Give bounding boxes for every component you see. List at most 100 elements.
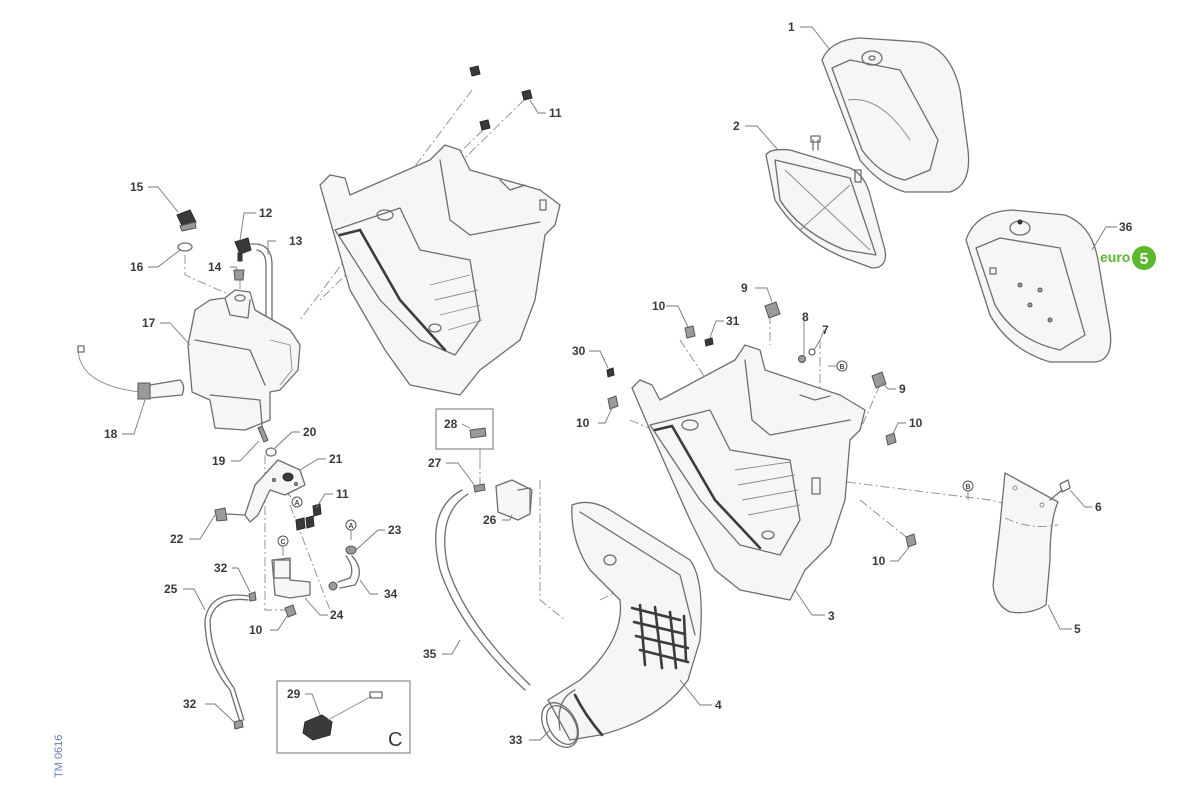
part-34-hose bbox=[328, 555, 360, 591]
callout-27: 27 bbox=[428, 456, 442, 470]
part-10-nut-right bbox=[885, 432, 897, 446]
callout-22: 22 bbox=[170, 532, 184, 546]
reference-marker-c-valve: C bbox=[277, 535, 289, 556]
svg-text:A: A bbox=[294, 500, 299, 507]
part-1-filter-cover bbox=[821, 37, 970, 193]
callout-21: 21 bbox=[329, 452, 343, 466]
part-6-screw bbox=[1049, 479, 1071, 501]
part-19-bolt bbox=[257, 425, 269, 443]
part-12-fitting bbox=[234, 237, 257, 262]
part-22-screw bbox=[214, 507, 246, 522]
callout-leaders bbox=[122, 26, 1117, 741]
part-17-oil-tank bbox=[187, 289, 301, 431]
part-9-clip-right bbox=[871, 371, 887, 389]
callout-6: 6 bbox=[1095, 500, 1102, 514]
callout-17: 17 bbox=[142, 316, 156, 330]
part-20-o-ring bbox=[265, 447, 277, 457]
part-36-filter-cover-euro5 bbox=[965, 209, 1112, 363]
reference-marker-b-flap: B bbox=[962, 480, 974, 500]
part-18-level-sensor bbox=[77, 345, 185, 400]
inset-c: C bbox=[276, 680, 411, 754]
callout-25: 25 bbox=[164, 582, 178, 596]
reference-marker-a-bracket: A bbox=[286, 492, 303, 508]
part-2-filter-element bbox=[765, 135, 887, 269]
part-13-hose bbox=[256, 243, 273, 331]
callout-14: 14 bbox=[208, 260, 222, 274]
callout-36: 36 bbox=[1119, 220, 1133, 234]
callout-11-top: 11 bbox=[549, 106, 562, 120]
airbox-housing-upper bbox=[319, 144, 561, 396]
callout-10-right: 10 bbox=[909, 416, 923, 430]
euro5-badge: euro 5 bbox=[1100, 246, 1156, 270]
part-10-nut-top bbox=[684, 325, 696, 339]
svg-text:B: B bbox=[965, 484, 970, 491]
callout-3: 3 bbox=[828, 609, 835, 623]
callout-2: 2 bbox=[733, 119, 740, 133]
part-33-clamp bbox=[541, 702, 579, 748]
callout-9-right: 9 bbox=[899, 382, 906, 396]
part-8-nut bbox=[798, 355, 806, 363]
part-31-screw bbox=[704, 337, 714, 347]
part-30-screw bbox=[606, 367, 615, 378]
callout-31: 31 bbox=[726, 314, 740, 328]
part-25-hose bbox=[204, 594, 249, 723]
callout-13: 13 bbox=[289, 234, 303, 248]
callout-10-bottom: 10 bbox=[872, 554, 886, 568]
callout-8: 8 bbox=[802, 310, 809, 324]
part-5-mud-flap bbox=[992, 472, 1059, 614]
callout-35: 35 bbox=[423, 647, 437, 661]
part-27-nipple bbox=[473, 483, 486, 493]
part-10-nut-left bbox=[607, 395, 619, 410]
inset-28-frame bbox=[435, 408, 494, 450]
reference-marker-a-clamp: A bbox=[345, 519, 357, 540]
part-32-clamp-lower bbox=[233, 719, 244, 730]
callout-23: 23 bbox=[388, 523, 402, 537]
svg-text:A: A bbox=[348, 523, 353, 530]
euro5-badge-prefix: euro bbox=[1100, 249, 1130, 265]
callout-1: 1 bbox=[788, 20, 795, 34]
callout-20: 20 bbox=[303, 425, 317, 439]
callout-10-top: 10 bbox=[652, 299, 666, 313]
callout-10-lower-left: 10 bbox=[249, 623, 263, 637]
part-16-o-ring bbox=[177, 242, 193, 252]
callout-19: 19 bbox=[212, 454, 226, 468]
callout-7: 7 bbox=[822, 323, 829, 337]
part-24-valve bbox=[271, 557, 311, 599]
callout-labels: 1 2 3 4 5 6 7 8 9 9 10 10 10 10 10 11 11… bbox=[104, 20, 1133, 747]
part-32-clamp-upper bbox=[248, 591, 257, 602]
callout-24: 24 bbox=[330, 608, 344, 622]
part-4-intake-duct bbox=[547, 501, 702, 741]
euro5-badge-number: 5 bbox=[1140, 251, 1149, 268]
part-7-screw bbox=[808, 348, 816, 356]
reference-marker-b-housing: B bbox=[828, 360, 848, 372]
bolts-11-top bbox=[469, 65, 533, 131]
callout-32-lower: 32 bbox=[183, 697, 197, 711]
callout-34: 34 bbox=[384, 587, 398, 601]
part-26-sensor bbox=[495, 479, 533, 521]
part-3-airbox-housing bbox=[631, 344, 866, 601]
inset-c-letter: C bbox=[388, 729, 402, 751]
callout-32-upper: 32 bbox=[214, 561, 228, 575]
bolts-11-lower bbox=[295, 503, 322, 531]
svg-text:C: C bbox=[280, 539, 285, 546]
callout-28: 28 bbox=[444, 417, 458, 431]
part-14-plug bbox=[233, 269, 245, 281]
callout-5: 5 bbox=[1074, 622, 1081, 636]
callout-12: 12 bbox=[259, 206, 273, 220]
inset-c-frame bbox=[276, 680, 411, 754]
part-10-nut-lower-left bbox=[284, 604, 297, 618]
part-35-hose bbox=[435, 489, 531, 691]
part-9-clip-upper bbox=[764, 301, 781, 319]
callout-30: 30 bbox=[572, 344, 586, 358]
svg-text:B: B bbox=[839, 364, 844, 371]
callout-11-lower: 11 bbox=[336, 487, 349, 501]
callout-4: 4 bbox=[715, 698, 722, 712]
euro5-badge-circle bbox=[1132, 246, 1156, 270]
callout-15: 15 bbox=[130, 180, 144, 194]
inset-28 bbox=[435, 408, 494, 460]
document-code: TM 0616 bbox=[53, 735, 65, 778]
part-23-clamp bbox=[345, 545, 357, 555]
callout-16: 16 bbox=[130, 260, 144, 274]
callout-33: 33 bbox=[509, 733, 523, 747]
